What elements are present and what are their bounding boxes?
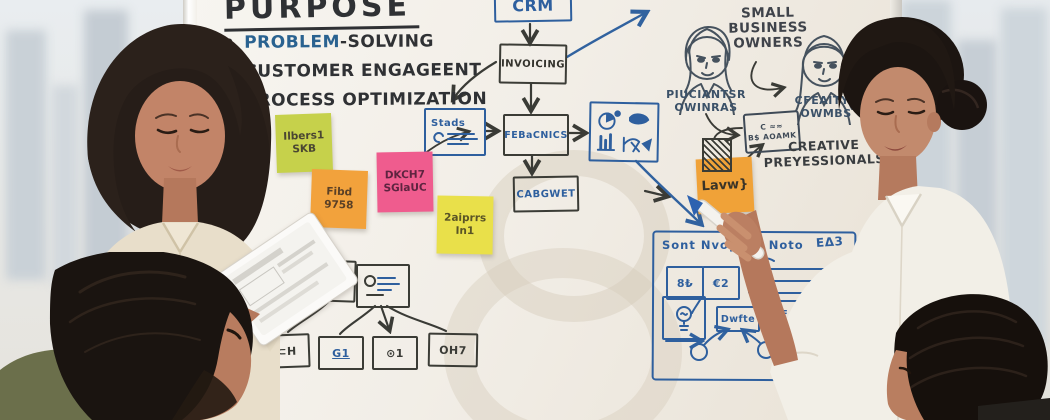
hair-texture — [68, 270, 201, 353]
flow-node-cabinet: CABGWET — [512, 175, 580, 213]
marker-tip — [687, 195, 703, 216]
tree-root-box — [356, 264, 410, 308]
sticky-text: 2aiprrs — [443, 212, 487, 225]
shoulder-dark — [978, 398, 1050, 420]
ear — [927, 112, 941, 132]
lips — [884, 145, 907, 151]
lips — [168, 166, 192, 172]
hair-texture — [908, 310, 1028, 390]
fingers — [716, 212, 752, 262]
face — [135, 81, 225, 191]
face — [860, 67, 936, 163]
sticky-text: 9758 — [323, 198, 354, 212]
sticky-text: SGlaUC — [383, 181, 427, 195]
eyebrow — [226, 328, 242, 340]
bullet-text-solving: -SOLVING — [339, 31, 434, 53]
flow-node-crm: CRM — [493, 0, 573, 23]
profile-list-icon — [364, 275, 400, 296]
face-profile — [182, 312, 252, 420]
hair — [894, 294, 1048, 420]
sleeve-arm — [770, 252, 854, 420]
panel-bulb-box — [662, 296, 706, 340]
female-face-doodle-left — [679, 25, 735, 115]
list-lines-icon — [433, 131, 478, 145]
sticky-text: In1 — [455, 224, 475, 238]
tree-child-box-2: G1 — [318, 336, 364, 370]
flow-node-stats-label: Stads — [431, 117, 466, 129]
audience-label-left: PIUCIANTSR OWINRAS — [662, 88, 750, 114]
label-line: OWMBS — [800, 107, 852, 120]
flow-node-stats: Stads — [424, 108, 486, 156]
hair-bun — [937, 80, 987, 130]
sticky-text: Fibd — [326, 185, 353, 199]
neck — [162, 178, 198, 224]
building-silhouette — [6, 30, 46, 280]
person-man-right — [886, 294, 1050, 420]
tree-child-box-3: ⊙1 — [372, 336, 418, 370]
facial-features — [155, 113, 210, 153]
tree-child-box-4: OH7 — [427, 332, 479, 368]
lightbulb-icon — [676, 306, 692, 331]
face-sliver — [886, 350, 924, 420]
flow-arrows-blue — [565, 13, 700, 223]
hatched-box-doodle — [702, 138, 732, 172]
facial-features — [875, 97, 926, 133]
flow-node-finances: FEBaCNICS — [503, 114, 569, 156]
eyebrow — [898, 366, 912, 375]
bar-line — [758, 280, 820, 282]
beard — [172, 370, 237, 420]
building-silhouette — [1001, 8, 1047, 348]
charts-doodle-icon — [596, 110, 653, 153]
flow-node-invoicing: INVOICING — [498, 43, 568, 85]
sticky-note-pink: DKCH7 SGlaUC — [376, 151, 434, 213]
panel-cell-euro: €2 — [702, 266, 740, 300]
sticky-text: DKCH7 — [384, 169, 426, 182]
hair-front — [87, 23, 271, 232]
building-silhouette — [52, 85, 78, 285]
hair-front — [838, 18, 956, 110]
panel-cell-pair: 8₺ €2 — [666, 266, 740, 300]
sticky-note-yellow: 2aiprrs In1 — [436, 195, 494, 255]
label-line: PIUCIANTSR — [666, 88, 746, 101]
person-man-left — [0, 252, 253, 420]
label-line: OWINRAS — [674, 101, 738, 114]
flow-node-analytics — [588, 101, 660, 163]
